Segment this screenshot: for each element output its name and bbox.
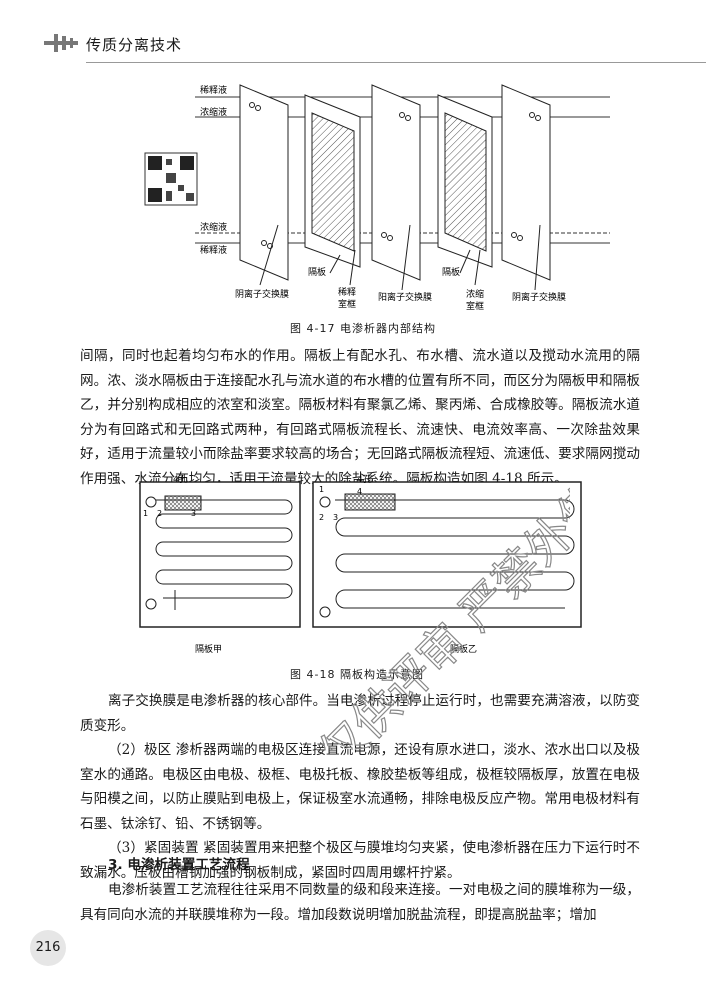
paragraph-fastening: （3）紧固装置 紧固装置用来把整个极区与膜堆均匀夹紧，使电渗析器在压力下运行时不… [80, 840, 640, 881]
left-hole-label: 4孔 [173, 474, 188, 485]
right-num-3: 3 [333, 513, 338, 522]
right-num-4: 4 [357, 487, 362, 496]
plate-spacer-1 [304, 94, 361, 268]
paragraph-membrane: 离子交换膜是电渗析器的核心部件。当电渗析过程停止运行时，也需要充满溶液，以防变质… [80, 693, 640, 734]
right-hole-label: 4孔 [357, 474, 372, 485]
label-spacer-1: 隔板 [308, 266, 326, 278]
figure-spacer-structure: 4孔 1 2 3 隔板甲 4孔 1 2 3 4 隔板乙 [139, 474, 582, 655]
figure-4-18-caption: 图 4-18 隔板构造示意图 [290, 668, 424, 681]
label-concentrate-chamber: 浓缩室框 [466, 288, 484, 312]
plate-anion-2 [501, 84, 551, 281]
qr-code-icon [144, 152, 198, 206]
section-heading-3: 3. 电渗析装置工艺流程 [108, 857, 250, 873]
paragraph-electrode-zone: （2）极区 渗析器两端的电极区连接直流电源，还设有原水进口，淡水、浓水出口以及极… [80, 742, 640, 832]
label-anion-membrane-2: 阴离子交换膜 [512, 291, 566, 303]
label-dilute-bottom: 稀释液 [200, 244, 227, 256]
label-anion-membrane: 阴离子交换膜 [235, 288, 289, 300]
label-spacer-2: 隔板 [442, 266, 460, 278]
plate-cation [371, 84, 421, 281]
book-logo-icon [44, 34, 78, 52]
figure-4-17-caption: 图 4-17 电渗析器内部结构 [290, 322, 436, 335]
plate-spacer-2 [437, 94, 493, 268]
header-rule [86, 62, 706, 63]
left-num-1: 1 [143, 509, 148, 518]
page-number: 216 [30, 930, 66, 966]
right-num-2: 2 [319, 513, 324, 522]
label-concentrate-bottom: 浓缩液 [200, 221, 227, 233]
plate-anion-1 [239, 84, 289, 281]
right-plate-label: 隔板乙 [450, 643, 477, 655]
figure-electrodialysis-structure: 稀释液 浓缩液 浓缩液 稀释液 阴离子交换膜 隔板 稀释室框 阳离子交换膜 隔板… [144, 84, 610, 312]
left-num-3: 3 [191, 509, 196, 518]
right-num-1: 1 [319, 485, 324, 494]
label-cation-membrane: 阳离子交换膜 [378, 291, 432, 303]
label-dilute-chamber: 稀释室框 [338, 286, 356, 310]
running-header: 传质分离技术 [44, 30, 706, 63]
label-dilute-top: 稀释液 [200, 84, 227, 96]
paragraph-process-flow: 电渗析装置工艺流程往往采用不同数量的级和段来连接。一对电极之间的膜堆称为一级，具… [80, 882, 640, 923]
paragraph-spacer-description: 间隔，同时也起着均匀布水的作用。隔板上有配水孔、布水槽、流水道以及搅动水流用的隔… [80, 348, 640, 487]
left-plate-label: 隔板甲 [195, 643, 222, 655]
left-num-2: 2 [157, 509, 162, 518]
header-title: 传质分离技术 [86, 36, 183, 54]
label-concentrate-top: 浓缩液 [200, 106, 227, 118]
